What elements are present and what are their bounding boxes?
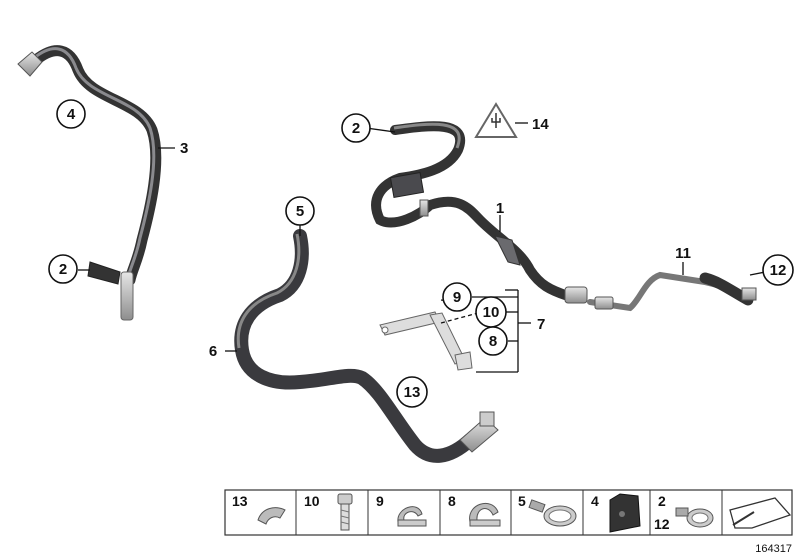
svg-text:10: 10 (304, 493, 320, 509)
svg-text:2: 2 (352, 120, 360, 137)
callout-5: 5 (285, 196, 315, 226)
legend-item-arrow[interactable] (729, 497, 792, 529)
pipe-clip-icon (397, 506, 423, 523)
svg-text:5: 5 (296, 203, 304, 220)
callout-10: 10 (475, 296, 507, 328)
image-number: 164317 (755, 543, 792, 555)
callout-2-left: 2 (48, 254, 78, 284)
legend-item-8[interactable]: 8 (448, 493, 501, 527)
bracket-assembly[interactable] (379, 311, 473, 371)
hose-11[interactable] (587, 271, 757, 312)
legend-item-9[interactable]: 9 (376, 493, 427, 527)
callout-11: 11 (675, 245, 691, 262)
svg-text:10: 10 (483, 304, 500, 321)
pipe-clip-icon (469, 502, 499, 523)
bolt-icon (337, 493, 353, 531)
svg-text:5: 5 (518, 493, 526, 509)
callout-9: 9 (442, 282, 472, 312)
svg-text:13: 13 (404, 384, 421, 401)
hose-1[interactable] (371, 121, 588, 304)
legend-item-10[interactable]: 10 (304, 493, 353, 531)
svg-text:14: 14 (532, 116, 549, 133)
legend-item-4[interactable]: 4 (591, 493, 641, 533)
callout-8: 8 (478, 326, 508, 356)
svg-text:9: 9 (453, 289, 461, 306)
svg-text:2: 2 (658, 493, 666, 509)
svg-text:12: 12 (654, 516, 670, 532)
svg-text:9: 9 (376, 493, 384, 509)
callout-12: 12 (762, 254, 794, 286)
svg-text:2: 2 (59, 261, 67, 278)
svg-text:8: 8 (489, 333, 497, 350)
callout-1: 1 (496, 200, 504, 217)
hose-clamp-icon (675, 507, 714, 528)
callout-6: 6 (209, 343, 217, 360)
callout-13: 13 (396, 376, 428, 408)
svg-text:13: 13 (232, 493, 248, 509)
svg-text:12: 12 (770, 262, 787, 279)
svg-text:6: 6 (209, 343, 217, 360)
svg-text:3: 3 (180, 140, 188, 157)
rubber-mount-icon (609, 493, 641, 533)
svg-text:8: 8 (448, 493, 456, 509)
legend-strip: 13 10 9 8 5 (224, 489, 793, 536)
legend-item-5[interactable]: 5 (518, 493, 577, 527)
hose-6[interactable] (234, 229, 499, 463)
svg-text:1: 1 (496, 200, 504, 217)
hose-3[interactable] (17, 45, 162, 321)
leader-lines (78, 122, 766, 373)
callout-14: 14 (474, 102, 549, 138)
legend-item-2-12[interactable]: 2 12 (654, 493, 714, 532)
callout-2-top: 2 (341, 113, 371, 143)
legend-item-13[interactable]: 13 (232, 493, 286, 525)
svg-text:11: 11 (675, 245, 691, 262)
hose-clamp-icon (528, 499, 577, 527)
callout-3: 3 (180, 140, 188, 157)
svg-text:7: 7 (537, 316, 545, 333)
clip-icon (257, 507, 286, 525)
svg-text:4: 4 (591, 493, 599, 509)
svg-text:4: 4 (67, 106, 76, 123)
callout-4: 4 (56, 99, 86, 129)
callout-7: 7 (537, 316, 545, 333)
